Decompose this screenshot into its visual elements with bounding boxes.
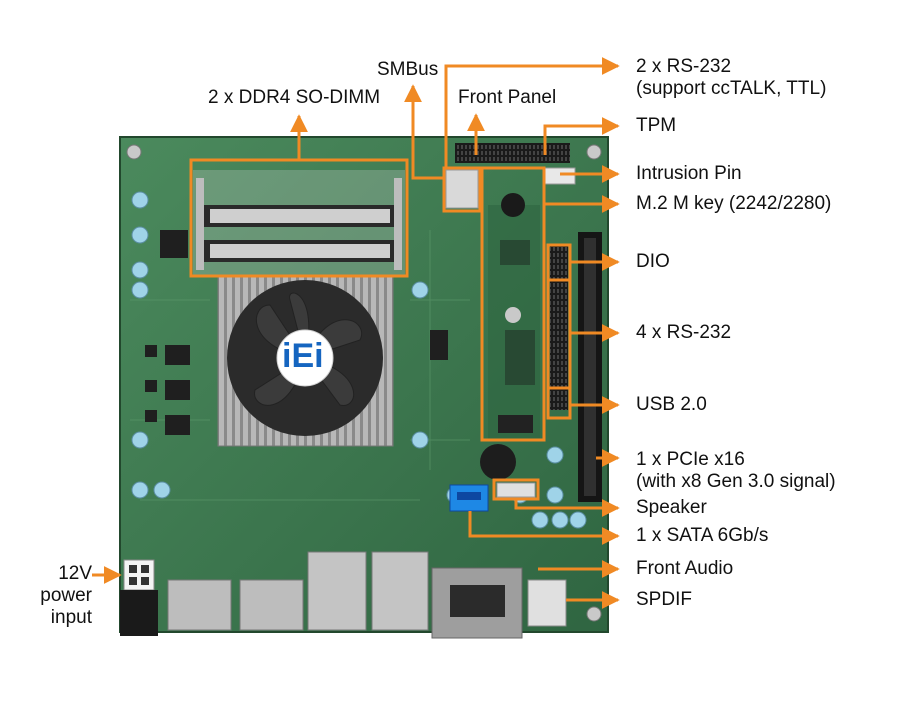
label-power-line1: 12V (58, 563, 92, 584)
smbus-highlight-box (442, 166, 482, 213)
label-sata: 1 x SATA 6Gb/s (636, 525, 769, 546)
ddr4-highlight-box (189, 158, 409, 278)
sata-connector (449, 484, 489, 512)
label-rs232-2-line1: 2 x RS-232 (636, 56, 732, 77)
rs232-4-highlight-box (546, 278, 572, 390)
label-smbus: SMBus (377, 59, 439, 80)
pin-headers (550, 245, 568, 410)
smbus-arrow (404, 84, 444, 180)
label-power: 12V power input (20, 563, 92, 629)
label-rs232-2-line2: (support ccTALK, TTL) (636, 78, 827, 99)
label-front-audio: Front Audio (636, 558, 734, 579)
label-power-line2: power (40, 585, 92, 606)
label-front-panel: Front Panel (458, 87, 557, 108)
label-tpm: TPM (636, 115, 677, 136)
speaker-arrow (514, 499, 620, 517)
so-dimm-slots (193, 170, 405, 275)
usb-highlight-box (546, 386, 572, 420)
label-usb: USB 2.0 (636, 394, 707, 415)
dio-highlight-box (546, 243, 572, 282)
m2-highlight-box (480, 166, 546, 442)
speaker-highlight-box (492, 478, 540, 501)
label-rs232-2: 2 x RS-232 (support ccTALK, TTL) (636, 56, 826, 100)
rs232-2-arrow (444, 57, 620, 168)
label-speaker: Speaker (636, 497, 707, 518)
label-ddr4: 2 x DDR4 SO-DIMM (208, 87, 381, 108)
label-m2: M.2 M key (2242/2280) (636, 193, 832, 214)
label-pcie-line1: 1 x PCIe x16 (636, 449, 745, 470)
label-power-line3: input (50, 607, 92, 628)
iei-logo: iEi (282, 337, 324, 375)
tpm-arrow (543, 117, 620, 155)
label-pcie-line2: (with x8 Gen 3.0 signal) (636, 471, 836, 492)
label-intrusion: Intrusion Pin (636, 163, 742, 184)
cpu-heatsink (217, 275, 394, 447)
cmos-battery (480, 444, 516, 480)
label-pcie: 1 x PCIe x16 (with x8 Gen 3.0 signal) (636, 449, 836, 493)
front-panel-header (455, 143, 570, 163)
rear-io (120, 551, 567, 639)
smbus-header (445, 169, 479, 209)
label-dio: DIO (636, 251, 670, 272)
label-spdif: SPDIF (636, 589, 692, 610)
sata-arrow (468, 511, 620, 545)
speaker-header (496, 482, 536, 498)
label-rs232-4: 4 x RS-232 (636, 322, 732, 343)
m2-slot (488, 193, 540, 440)
